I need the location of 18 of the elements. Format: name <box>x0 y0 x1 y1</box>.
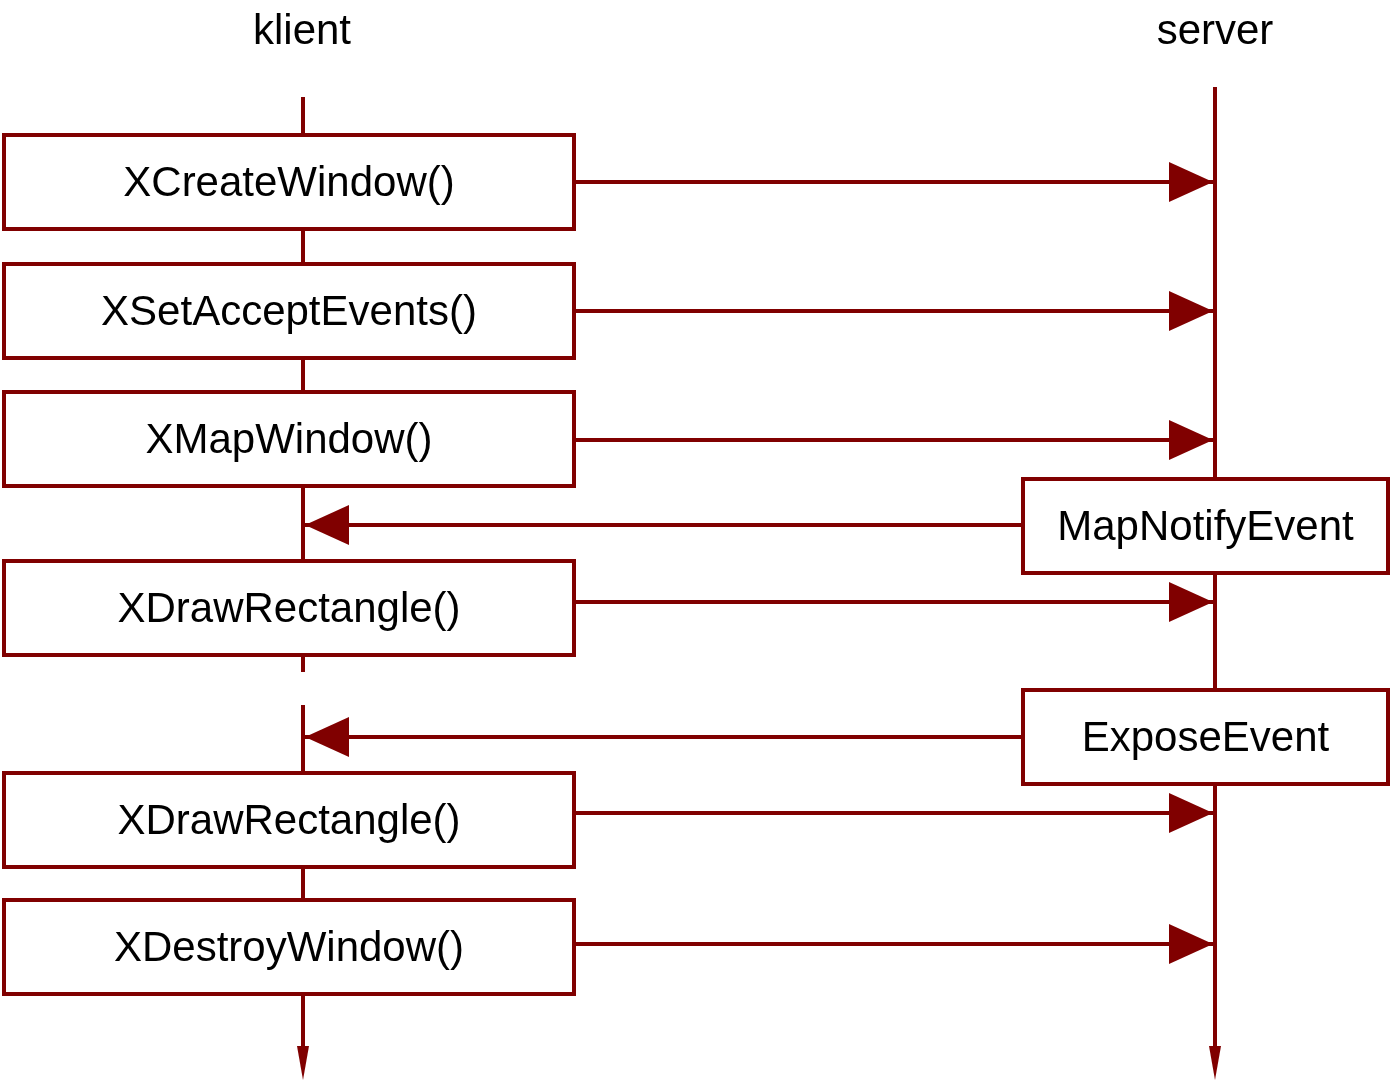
lifeline-title: klient <box>232 2 372 58</box>
message-arrow <box>576 924 1213 964</box>
message-box: XCreateWindow() <box>2 133 576 231</box>
message-box: MapNotifyEvent <box>1021 477 1390 575</box>
message-arrow <box>305 717 1021 757</box>
message-box: XSetAcceptEvents() <box>2 262 576 360</box>
message-box: ExposeEvent <box>1021 688 1390 786</box>
message-box: XDrawRectangle() <box>2 771 576 869</box>
message-arrow <box>576 420 1213 460</box>
message-box: XDrawRectangle() <box>2 559 576 657</box>
message-box: XMapWindow() <box>2 390 576 488</box>
message-arrow <box>576 582 1213 622</box>
message-arrow <box>576 793 1213 833</box>
message-box: XDestroyWindow() <box>2 898 576 996</box>
message-arrow <box>576 162 1213 202</box>
lifeline-title: server <box>1140 2 1290 58</box>
message-arrow <box>305 505 1021 545</box>
message-arrow <box>576 291 1213 331</box>
